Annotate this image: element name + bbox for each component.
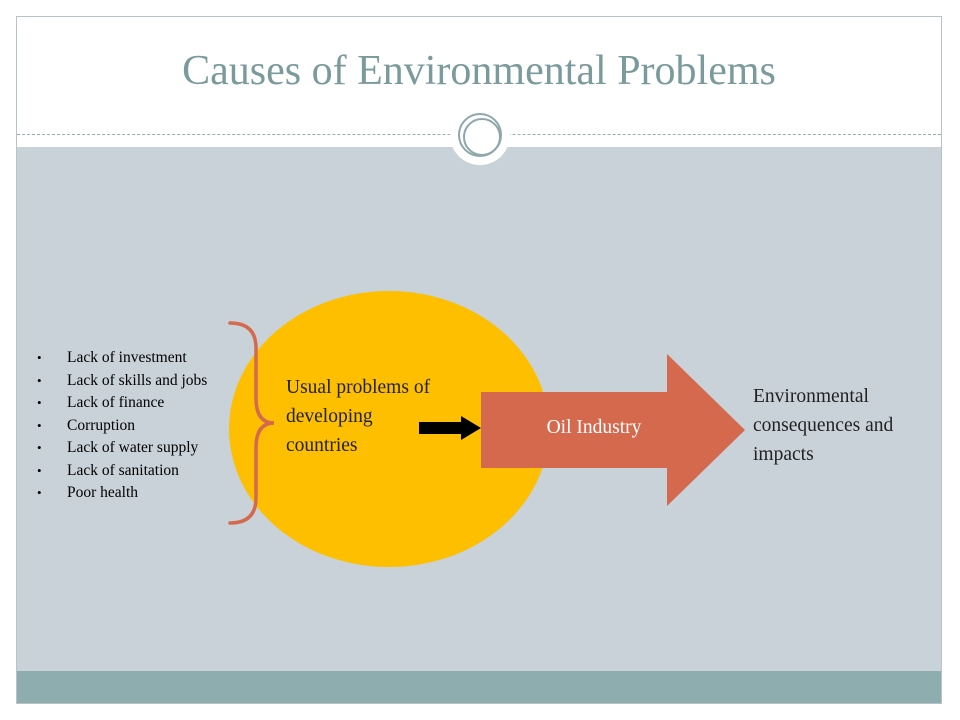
slide-title: Causes of Environmental Problems <box>182 48 776 94</box>
list-item: Lack of water supply <box>37 437 207 460</box>
causes-list: Lack of investment Lack of skills and jo… <box>37 347 207 505</box>
small-arrow-shape <box>419 416 481 440</box>
arrow-label: Oil Industry <box>546 417 642 438</box>
list-item: Corruption <box>37 415 207 438</box>
footer-band <box>17 671 941 703</box>
ring-outer-line <box>458 113 502 157</box>
list-item: Lack of skills and jobs <box>37 370 207 393</box>
list-item: Lack of sanitation <box>37 460 207 483</box>
curly-brace-path <box>228 321 275 525</box>
curly-brace-icon <box>228 321 275 525</box>
big-arrow-shape <box>481 354 745 506</box>
slide: Causes of Environmental Problems Lack of… <box>16 16 942 704</box>
oil-industry-arrow <box>481 354 745 506</box>
ring-ornament-icon <box>450 105 510 165</box>
list-item: Poor health <box>37 482 207 505</box>
small-arrow-icon <box>419 416 481 440</box>
ring-inner-line <box>463 118 501 156</box>
list-item: Lack of finance <box>37 392 207 415</box>
result-text: Environmental consequences and impacts <box>753 386 894 465</box>
list-item: Lack of investment <box>37 347 207 370</box>
center-text: Usual problems of developing countries <box>286 377 431 456</box>
